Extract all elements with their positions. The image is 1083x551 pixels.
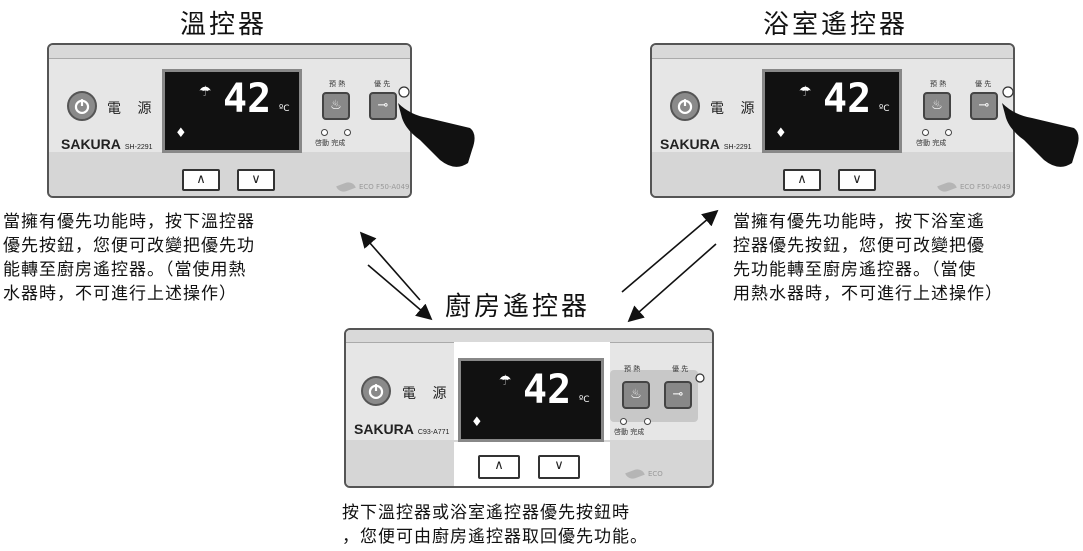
led-labels: 啓動 完成 [614,428,645,436]
power-button[interactable] [670,91,700,121]
temperature-value: 42 [223,76,272,122]
arrow-to-thermostat [359,231,421,301]
lcd-display: ☂ 42 ºC ♦ [762,69,902,153]
lcd-display: ☂ 42 ºC ♦ [458,358,604,442]
arrow-to-kitchen-from-right [627,243,717,323]
down-button[interactable]: ∨ [237,169,275,191]
priority-label: 優 先 [374,80,391,88]
shower-icon: ☂ [499,373,512,389]
preheat-button[interactable]: ♨ [622,381,650,409]
done-led [644,418,651,425]
temperature-unit: ºC [879,104,890,114]
arrow-to-bathroom [621,209,719,293]
down-button[interactable]: ∨ [538,455,580,479]
temperature-unit: ºC [279,104,290,114]
done-led [344,129,351,136]
led-labels: 啓動 完成 [916,139,947,147]
up-button[interactable]: ∧ [783,169,821,191]
power-button[interactable] [67,91,97,121]
flame-icon: ♦ [775,126,787,141]
power-button[interactable] [361,376,391,406]
led-labels: 啓動 完成 [315,139,346,147]
power-label: 電 源 [710,101,761,117]
done-led [945,129,952,136]
up-button[interactable]: ∧ [182,169,220,191]
preheat-label: 預 熱 [930,80,947,88]
down-button[interactable]: ∨ [838,169,876,191]
title-left: 溫控器 [180,10,268,40]
flame-icon: ♦ [471,415,483,430]
priority-button[interactable]: ⊸ [970,92,998,120]
preheat-button[interactable]: ♨ [322,92,350,120]
preheat-label: 預 熱 [624,365,641,373]
shower-icon: ☂ [799,84,812,100]
temperature-value: 42 [823,76,872,122]
temperature-value: 42 [523,367,572,413]
caption-left: 當擁有優先功能時，按下溫控器 優先按鈕，您便可改變把優先功 能轉至廚房遙控器。（… [3,212,255,304]
start-led [922,129,929,136]
eco-label: ECO F50-A049 [359,183,410,191]
priority-button[interactable]: ⊸ [664,381,692,409]
priority-label: 優 先 [672,365,689,373]
power-label: 電 源 [107,101,158,117]
priority-button[interactable]: ⊸ [369,92,397,120]
caption-bottom: 按下溫控器或浴室遙控器優先按鈕時 ，您便可由廚房遙控器取回優先功能。 [342,503,648,547]
title-center: 廚房遙控器 [445,292,591,322]
lcd-display: ☂ 42 ºC ♦ [162,69,302,153]
title-right: 浴室遙控器 [763,10,909,40]
start-led [620,418,627,425]
temperature-unit: ºC [579,395,590,405]
arrow-to-kitchen-from-left [367,264,433,321]
eco-label: ECO F50-A049 [960,183,1011,191]
caption-right: 當擁有優先功能時，按下浴室遙 控器優先按鈕，您便可改變把優 先功能轉至廚房遙控器… [733,212,1003,304]
preheat-button[interactable]: ♨ [923,92,951,120]
power-label: 電 源 [402,386,453,402]
start-led [321,129,328,136]
eco-label: ECO [648,470,663,478]
priority-label: 優 先 [975,80,992,88]
preheat-label: 預 熱 [329,80,346,88]
flame-icon: ♦ [175,126,187,141]
up-button[interactable]: ∧ [478,455,520,479]
shower-icon: ☂ [199,84,212,100]
